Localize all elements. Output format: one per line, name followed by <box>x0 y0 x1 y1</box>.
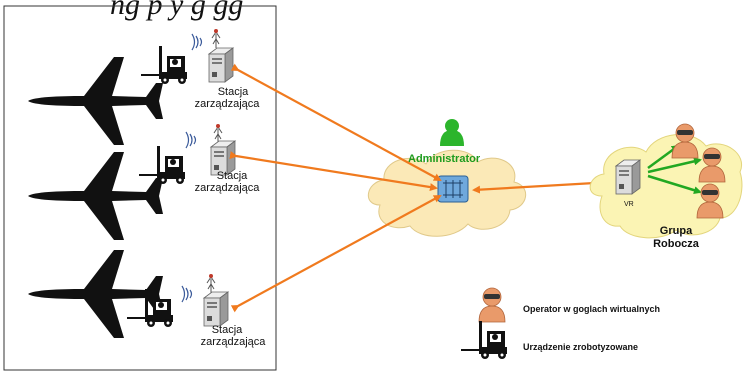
caption-text: ng p y g gg <box>110 0 243 21</box>
airplane-icon <box>28 57 163 145</box>
signal-icon <box>185 131 197 149</box>
svg-text:zarządzająca: zarządzająca <box>195 98 261 110</box>
svg-text:Stacja: Stacja <box>218 86 249 98</box>
svg-text:zarządzająca: zarządzająca <box>201 336 267 348</box>
link-arrow <box>229 151 438 192</box>
administrator-label: Administrator <box>408 153 481 165</box>
legend-device-label: Urządzenie zrobotyzowane <box>523 342 638 352</box>
work-group-label: Grupa Robocza <box>653 225 700 250</box>
work-group-cloud <box>589 134 743 239</box>
group-arrow <box>647 157 702 174</box>
svg-text:Grupa: Grupa <box>660 225 693 237</box>
link-arrow <box>230 195 442 313</box>
network-switch-icon <box>437 175 469 203</box>
antenna-icon <box>206 273 216 294</box>
antenna-icon <box>211 28 221 49</box>
forklift-icon <box>141 46 187 84</box>
legend-operator-icon <box>478 287 506 323</box>
svg-text:Robocza: Robocza <box>653 238 700 250</box>
group-arrow <box>647 174 702 195</box>
forklift-icon <box>139 146 185 184</box>
legend-operator-label: Operator w goglach wirtualnych <box>523 304 660 314</box>
signal-icon <box>191 33 203 51</box>
svg-text:Stacja: Stacja <box>212 324 243 336</box>
antenna-icon <box>213 123 223 144</box>
airplane-icon <box>28 152 163 240</box>
station-label: Stacja zarządzająca <box>195 86 261 110</box>
legend-forklift-icon <box>461 321 507 359</box>
administrator-icon <box>440 119 464 146</box>
svg-text:Stacja: Stacja <box>217 170 248 182</box>
station-server-icon <box>203 291 229 327</box>
station-server-icon <box>208 47 234 83</box>
station-label: Stacja zarządzająca <box>195 170 261 194</box>
link-arrow <box>230 63 442 181</box>
vr-label: VR <box>624 201 634 208</box>
signal-icon <box>181 285 193 303</box>
station-label: Stacja zarządzająca <box>201 324 267 348</box>
link-arrow <box>472 180 613 194</box>
airplane-icon <box>28 250 163 338</box>
svg-text:zarządzająca: zarządzająca <box>195 182 261 194</box>
vr-server-icon <box>615 159 641 195</box>
